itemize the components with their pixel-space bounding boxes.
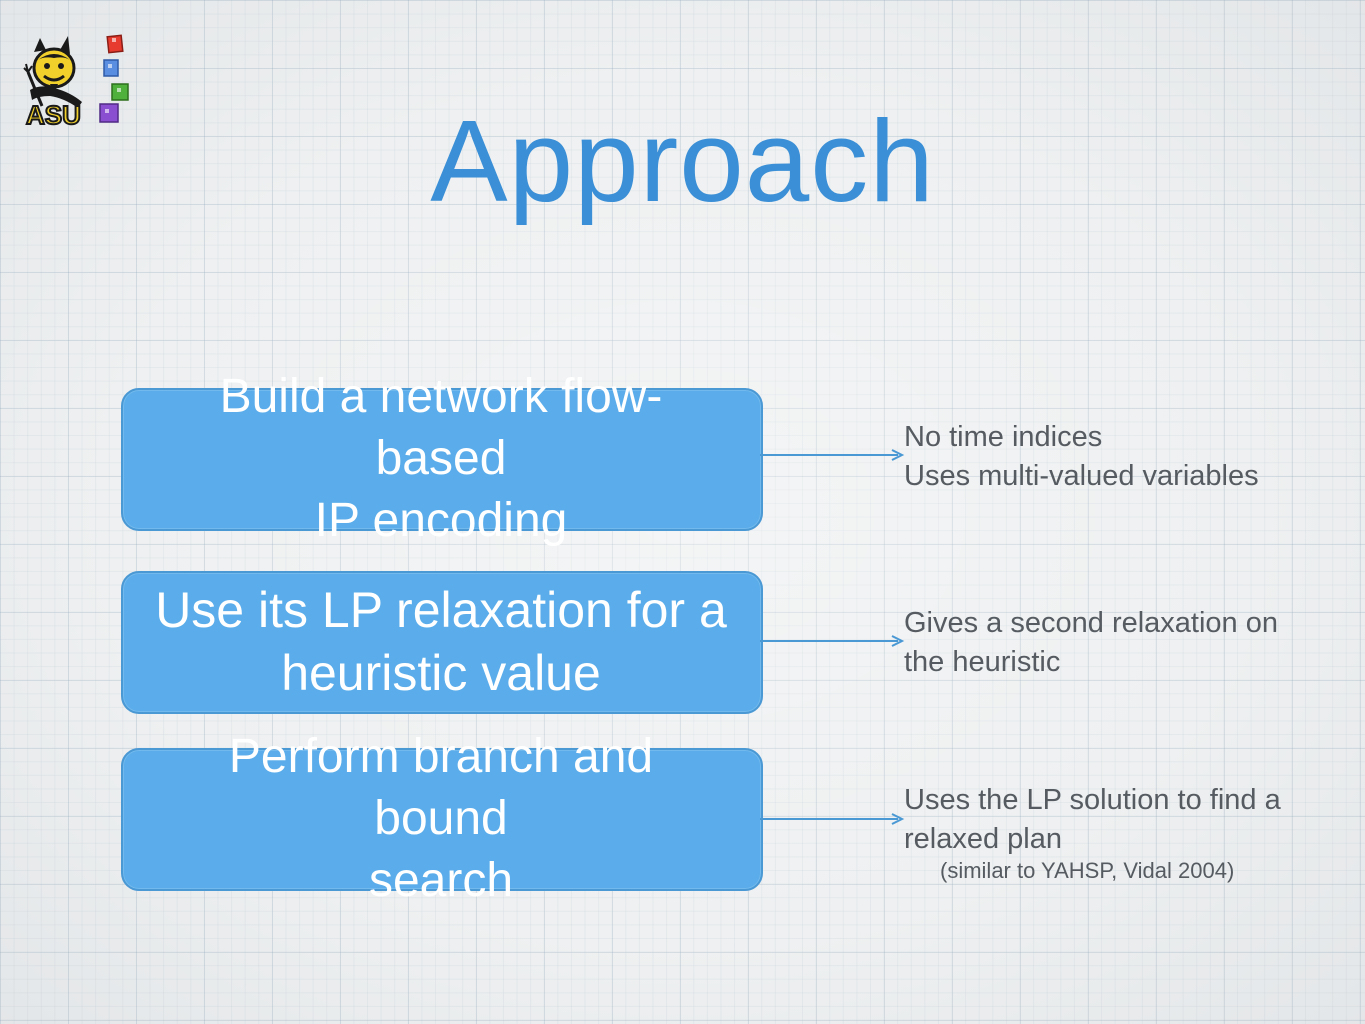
asu-logo-text: ASU	[26, 100, 81, 130]
note-branch-and-bound: Uses the LP solution to find a relaxed p…	[904, 784, 1281, 855]
step-box-branch-and-bound	[121, 748, 763, 891]
note-build-encoding: No time indices Uses multi-valued variab…	[904, 421, 1259, 492]
step-box-lp-relaxation	[121, 571, 763, 714]
step-label-lp-relaxation: Use its LP relaxation for a heuristic va…	[155, 582, 727, 701]
step-label-build-encoding: Build a network flow- based IP encoding	[219, 370, 663, 547]
note-citation: (similar to YAHSP, Vidal 2004)	[940, 858, 1235, 883]
step-box-build-encoding	[121, 388, 763, 531]
arrow-icon	[760, 449, 905, 461]
note-lp-relaxation: Gives a second relaxation on the heurist…	[904, 607, 1278, 678]
arrow-icon	[760, 635, 905, 647]
slide-title: Approach	[430, 96, 935, 226]
step-label-branch-and-bound: Perform branch and bound search	[228, 730, 654, 907]
asu-logo-icon: ASU	[23, 34, 129, 130]
arrow-icon	[760, 813, 905, 825]
